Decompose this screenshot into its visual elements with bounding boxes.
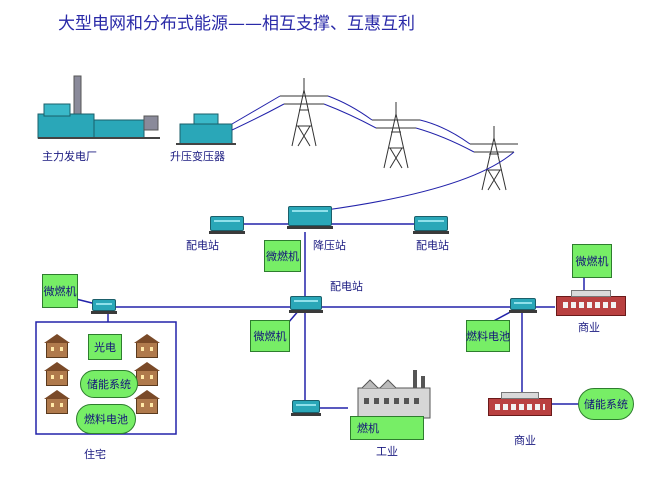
- house-icon: [134, 334, 160, 358]
- transformer-icon: [176, 113, 236, 145]
- house-icon: [134, 362, 160, 386]
- house-icon: [44, 390, 70, 414]
- distribution-station-right-label: 配电站: [416, 239, 449, 252]
- factory-icon: [357, 370, 431, 419]
- substation-icon: [287, 206, 333, 229]
- micro-turbine-top: 微燃机: [264, 240, 301, 272]
- substation-icon: [209, 216, 245, 234]
- substation-icon: [289, 296, 323, 313]
- substation-icon: [413, 216, 449, 234]
- micro-turbine-left: 微燃机: [42, 274, 78, 308]
- commercial-top-label: 商业: [578, 321, 600, 334]
- industrial-label: 工业: [376, 445, 398, 458]
- photovoltaic: 光电: [88, 334, 122, 360]
- commercial-building-icon: [488, 392, 552, 416]
- substation-icon: [91, 299, 117, 314]
- fuel-cell-residential: 燃料电池: [76, 404, 136, 434]
- house-icon: [134, 390, 160, 414]
- micro-turbine-right: 微燃机: [572, 244, 612, 278]
- turbine-industrial: 燃机: [350, 416, 424, 440]
- fuel-cell-right: 燃料电池: [466, 320, 510, 352]
- power-plant-icon: [37, 75, 160, 139]
- main-plant-label: 主力发电厂: [42, 150, 97, 163]
- distribution-station-left-label: 配电站: [186, 239, 219, 252]
- storage-commercial: 储能系统: [578, 388, 634, 420]
- transmission-tower-icon: [280, 78, 518, 191]
- house-icon: [44, 362, 70, 386]
- micro-turbine-center: 微燃机: [250, 320, 290, 352]
- substation-icon: [291, 400, 321, 416]
- substation-icon: [509, 298, 537, 313]
- distribution-station-center-label: 配电站: [330, 280, 363, 293]
- commercial-bottom-label: 商业: [514, 434, 536, 447]
- step-up-transformer-label: 升压变压器: [170, 150, 225, 163]
- residential-label: 住宅: [84, 448, 106, 461]
- page-title: 大型电网和分布式能源——相互支撑、互惠互利: [58, 14, 415, 34]
- commercial-building-icon: [556, 290, 626, 316]
- step-down-station-label: 降压站: [313, 239, 346, 252]
- house-icon: [44, 334, 70, 358]
- storage-residential: 储能系统: [80, 370, 138, 398]
